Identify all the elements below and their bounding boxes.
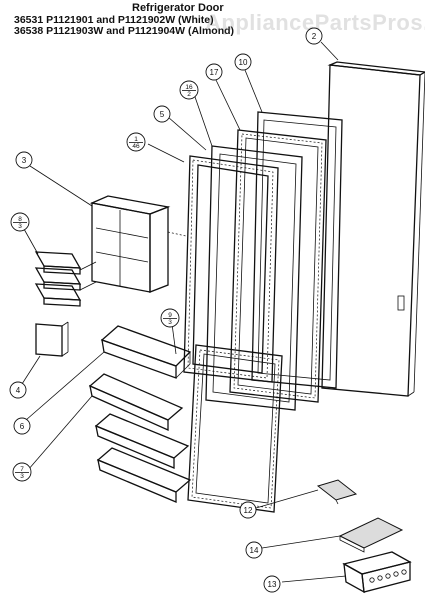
door-card (35, 321, 69, 357)
ice-bin (342, 551, 412, 594)
svg-text:8: 8 (18, 216, 22, 223)
egg-trays (34, 251, 97, 307)
door-liner (251, 111, 343, 389)
svg-text:12: 12 (244, 506, 253, 515)
callout-8-3: 8 3 (10, 212, 30, 232)
callout-5: 5 (153, 105, 171, 123)
svg-text:3: 3 (18, 223, 22, 230)
svg-text:3: 3 (22, 156, 27, 165)
door-bins (88, 373, 192, 503)
callout-1-46: 1 46 (126, 132, 146, 152)
svg-text:5: 5 (160, 110, 165, 119)
callout-4: 4 (9, 381, 27, 399)
svg-text:7: 7 (20, 466, 24, 473)
diagram-title: Refrigerator Door (132, 2, 224, 14)
callout-6: 6 (13, 417, 31, 435)
svg-text:2: 2 (187, 91, 191, 98)
callout-16-2: 16 2 (179, 80, 199, 100)
svg-text:9: 9 (168, 312, 172, 319)
leader-lines (21, 41, 347, 583)
callout-10: 10 (234, 53, 252, 71)
ice-tray-long (338, 517, 404, 553)
svg-text:6: 6 (20, 422, 25, 431)
svg-text:2: 2 (312, 32, 317, 41)
svg-text:13: 13 (268, 580, 277, 589)
callout-3: 3 (15, 151, 33, 169)
dairy-compartment (89, 195, 187, 293)
callout-7-3: 7 3 (12, 462, 32, 482)
callout-2: 2 (305, 27, 323, 45)
svg-text:17: 17 (210, 68, 219, 77)
svg-text:4: 4 (16, 386, 21, 395)
svg-text:16: 16 (185, 84, 193, 91)
svg-text:14: 14 (250, 546, 259, 555)
svg-text:3: 3 (168, 319, 172, 326)
callout-14: 14 (245, 541, 263, 559)
callout-12: 12 (239, 501, 257, 519)
inner-door-panel (205, 145, 303, 411)
model-line-almond: 36538 P1121903W and P1121904W (Almond) (14, 25, 235, 37)
callout-13: 13 (263, 575, 281, 593)
svg-text:3: 3 (20, 473, 24, 480)
svg-text:46: 46 (132, 143, 140, 150)
outer-door-panel (321, 61, 425, 397)
svg-text:10: 10 (239, 58, 248, 67)
callout-17: 17 (205, 63, 223, 81)
door-bin-upper (100, 325, 192, 379)
door-frame-front (183, 155, 283, 513)
door-gasket (229, 129, 327, 403)
model-line-white: 36531 P1121901 and P1121902W (White) (14, 14, 214, 26)
ice-tray-small (316, 479, 358, 505)
svg-text:1: 1 (134, 136, 138, 143)
callout-9-3: 9 3 (160, 308, 180, 328)
